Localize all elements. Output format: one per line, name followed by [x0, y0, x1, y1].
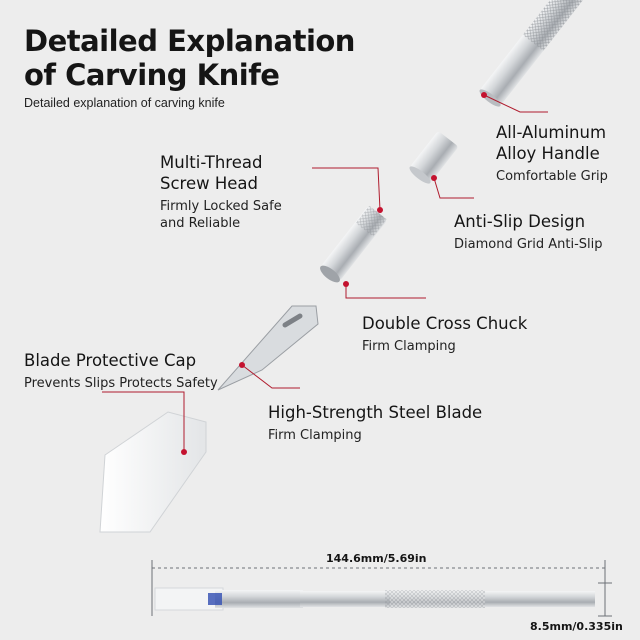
callout-desc: Firm Clamping: [268, 428, 362, 443]
callout-desc: Prevents Slips Protects Safety: [24, 376, 218, 391]
callout-chuck: Double Cross Chuck Firm Clamping: [362, 313, 562, 355]
callout-title: Blade Protective Cap: [24, 351, 197, 370]
callout-screw-head: Multi-Thread Screw Head Firmly Locked Sa…: [160, 152, 300, 232]
blade-part: [217, 305, 319, 391]
chuck-part: [320, 205, 387, 283]
sleeve-part: [409, 131, 458, 184]
assembled-knife: [154, 587, 595, 611]
page-subtitle: Detailed explanation of carving knife: [24, 96, 225, 110]
cap-part: [99, 411, 207, 533]
callout-desc: Diamond Grid Anti-Slip: [454, 237, 603, 252]
page-title: Detailed Explanation of Carving Knife: [24, 24, 355, 92]
leader-dots: [181, 92, 487, 455]
callout-desc: Firmly Locked Safe and Reliable: [160, 199, 282, 231]
callout-title: Anti-Slip Design: [454, 212, 586, 231]
callout-title: Multi-Thread Screw Head: [160, 153, 263, 193]
length-dimension: 144.6mm/5.69in: [326, 552, 427, 565]
handle-part: [479, 0, 599, 107]
callout-title: Double Cross Chuck: [362, 314, 528, 333]
callout-anti-slip: Anti-Slip Design Diamond Grid Anti-Slip: [454, 211, 634, 253]
leader-lines: [102, 94, 548, 452]
dimension-lines: [151, 560, 612, 617]
callout-cap: Blade Protective Cap Prevents Slips Prot…: [24, 350, 244, 392]
callout-handle: All-Aluminum Alloy Handle Comfortable Gr…: [496, 122, 632, 185]
callout-desc: Comfortable Grip: [496, 169, 608, 184]
callout-desc: Firm Clamping: [362, 339, 456, 354]
callout-title: High-Strength Steel Blade: [268, 403, 483, 422]
diameter-dimension: 8.5mm/0.335in: [530, 620, 623, 633]
callout-blade: High-Strength Steel Blade Firm Clamping: [268, 402, 528, 444]
callout-title: All-Aluminum Alloy Handle: [496, 123, 607, 163]
